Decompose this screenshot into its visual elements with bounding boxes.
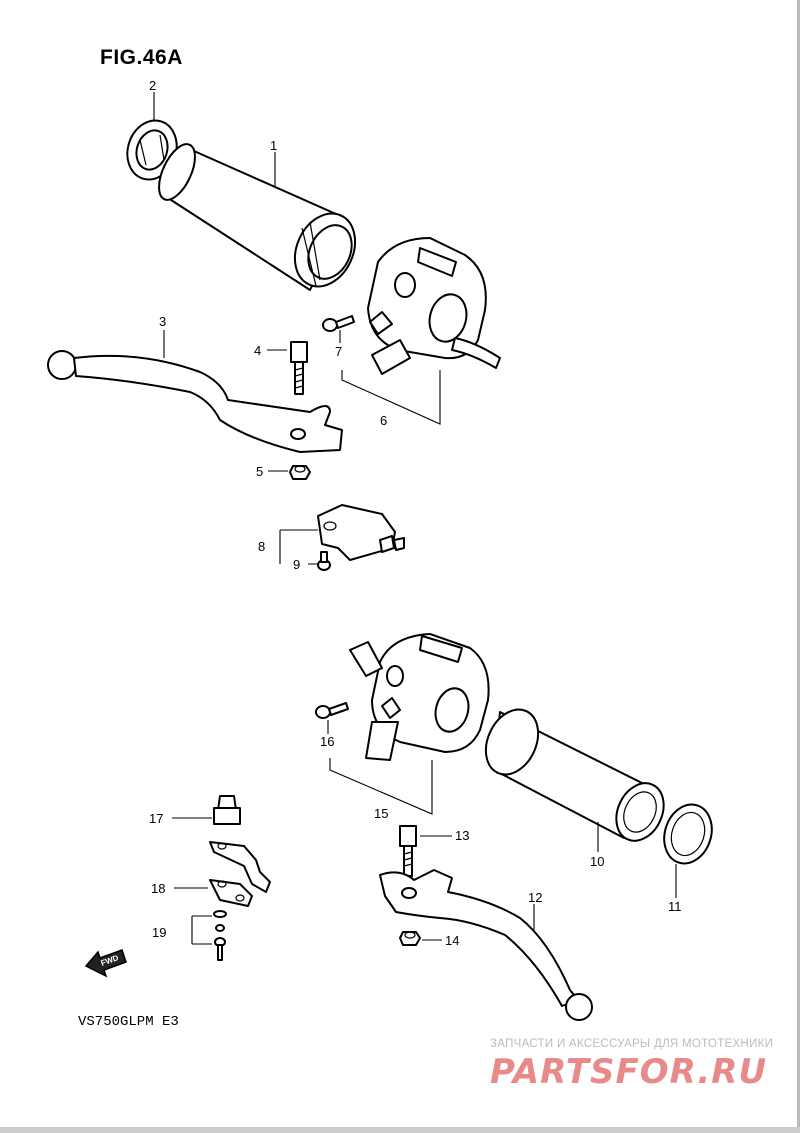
callout-12: 12 bbox=[528, 890, 542, 905]
callout-11: 11 bbox=[668, 899, 682, 914]
callout-15: 15 bbox=[374, 806, 388, 821]
left-switch-housing bbox=[349, 633, 490, 761]
left-grip-10 bbox=[484, 708, 665, 842]
callout-10: 10 bbox=[590, 854, 604, 869]
right-switch-housing bbox=[367, 237, 501, 375]
watermark-logo: PARTSFOR.RU bbox=[490, 1052, 768, 1092]
callout-19: 19 bbox=[152, 925, 166, 940]
callout-18: 18 bbox=[151, 881, 165, 896]
model-label: VS750GLPM E3 bbox=[78, 1014, 179, 1030]
watermark-tagline: ЗАПЧАСТИ И АКСЕССУАРЫ ДЛЯ МОТОТЕХНИКИ bbox=[490, 1038, 774, 1050]
grip-end-cap-11 bbox=[663, 803, 713, 865]
screw-washer-set-19 bbox=[213, 910, 227, 961]
brake-light-switch-8 bbox=[317, 504, 405, 561]
callout-9: 9 bbox=[293, 557, 300, 572]
callout-17: 17 bbox=[149, 811, 163, 826]
figure-title: FIG.46A bbox=[100, 46, 183, 69]
switch-bracket-18 bbox=[209, 879, 253, 907]
callout-8: 8 bbox=[258, 539, 265, 554]
clutch-switch-17 bbox=[213, 795, 241, 825]
nut-5 bbox=[289, 465, 311, 480]
housing-screw-7 bbox=[322, 315, 355, 332]
callout-6: 6 bbox=[380, 413, 387, 428]
callout-3: 3 bbox=[159, 314, 166, 329]
callout-2: 2 bbox=[149, 78, 156, 93]
callout-7: 7 bbox=[335, 344, 342, 359]
throttle-grip bbox=[158, 143, 357, 291]
housing-screw-16 bbox=[315, 702, 349, 719]
callout-1: 1 bbox=[270, 138, 277, 153]
brake-lever-top bbox=[47, 350, 343, 453]
callout-16: 16 bbox=[320, 734, 334, 749]
pivot-bolt-4 bbox=[290, 341, 308, 395]
callout-5: 5 bbox=[256, 464, 263, 479]
page-edge-right bbox=[797, 0, 800, 1133]
forward-direction-badge: FWD bbox=[84, 949, 127, 978]
switch-screw-9 bbox=[317, 551, 331, 571]
nut-14 bbox=[399, 931, 421, 946]
switch-bracket bbox=[209, 841, 271, 893]
pivot-bolt-13 bbox=[399, 825, 417, 877]
callout-13: 13 bbox=[455, 828, 469, 843]
callout-4: 4 bbox=[254, 343, 261, 358]
clutch-lever-12 bbox=[379, 869, 593, 1021]
page-edge-bottom bbox=[0, 1127, 800, 1133]
callout-14: 14 bbox=[445, 933, 459, 948]
